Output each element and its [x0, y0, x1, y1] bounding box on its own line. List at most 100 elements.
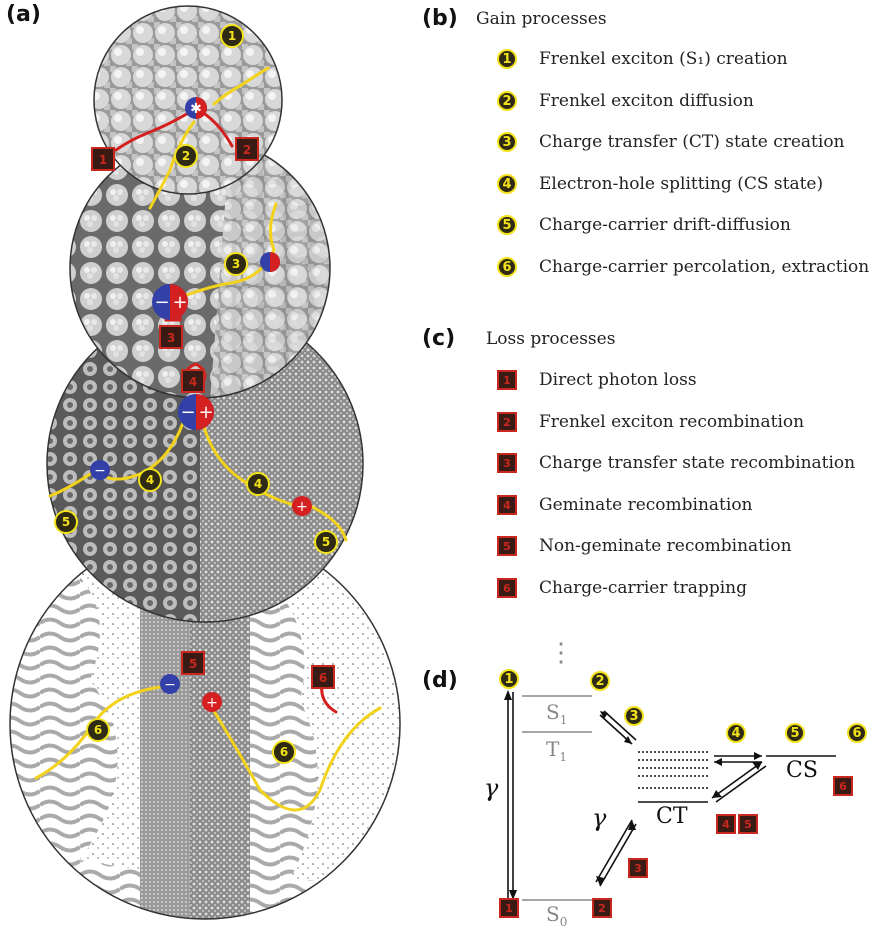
gain-marker: 1: [221, 25, 243, 47]
svg-text:−: −: [154, 292, 169, 313]
gain-marker-d: 4: [726, 723, 746, 743]
loss-item: 3 Charge transfer state recombination: [497, 450, 855, 476]
panel-b-label: (b): [422, 6, 458, 31]
loss-item: 2 Frenkel exciton recombination: [497, 409, 804, 435]
svg-text:✱: ✱: [190, 101, 202, 117]
loss-marker: 2: [236, 138, 258, 160]
gain-marker: 5: [55, 511, 77, 533]
gain-marker-d: 5: [785, 723, 805, 743]
gain-marker: 3: [225, 253, 247, 275]
gain-item: 1 Frenkel exciton (S₁) creation: [497, 46, 788, 72]
loss-marker-d: 2: [592, 898, 612, 918]
svg-text:+: +: [198, 402, 213, 423]
svg-text:4: 4: [189, 375, 197, 389]
loss-text: Charge transfer state recombination: [539, 453, 855, 473]
loss-marker: 5: [182, 652, 204, 674]
svg-text:6: 6: [319, 671, 327, 685]
gain-text: Electron-hole splitting (CS state): [539, 174, 823, 194]
svg-text:+: +: [206, 695, 218, 711]
svg-text:−: −: [180, 402, 195, 423]
gamma-label-right: γ: [592, 804, 606, 832]
svg-text:1: 1: [99, 153, 107, 167]
loss-text: Direct photon loss: [539, 370, 697, 390]
loss-marker: 6: [312, 666, 334, 688]
gain-badge: 5: [497, 215, 517, 235]
panel-c-label: (c): [422, 326, 455, 351]
gain-item: 4 Electron-hole splitting (CS state): [497, 171, 823, 197]
gain-marker: 6: [273, 741, 295, 763]
svg-text:2: 2: [182, 149, 190, 163]
device-scale-circle: [0, 520, 420, 925]
t1-label: T1: [546, 737, 567, 764]
ct-label: CT: [656, 804, 688, 829]
svg-text:4: 4: [254, 477, 262, 491]
loss-badge: 4: [497, 495, 517, 515]
gamma-label-left: γ: [484, 774, 498, 802]
gain-badge: 4: [497, 174, 517, 194]
svg-text:4: 4: [146, 473, 154, 487]
gain-badge: 6: [497, 257, 517, 277]
loss-marker: 4: [182, 370, 204, 392]
loss-item: 6 Charge-carrier trapping: [497, 575, 747, 601]
s1-label: S1: [546, 700, 567, 727]
panel-a-label: (a): [6, 2, 41, 27]
loss-badge: 3: [497, 453, 517, 473]
gain-text: Charge transfer (CT) state creation: [539, 132, 845, 152]
gain-marker-d: 6: [847, 723, 867, 743]
svg-text:+: +: [296, 499, 308, 515]
gain-marker: 4: [139, 469, 161, 491]
loss-marker-d: 5: [738, 814, 758, 834]
gain-badge: 1: [497, 49, 517, 69]
loss-marker-d: 4: [716, 814, 736, 834]
gain-text: Frenkel exciton diffusion: [539, 91, 754, 111]
loss-text: Geminate recombination: [539, 495, 753, 515]
svg-text:5: 5: [322, 535, 330, 549]
gain-marker: 2: [175, 145, 197, 167]
loss-item: 1 Direct photon loss: [497, 367, 697, 393]
gain-text: Frenkel exciton (S₁) creation: [539, 49, 788, 69]
s1-sub: 1: [560, 713, 568, 727]
gain-marker: 4: [247, 473, 269, 495]
gain-marker: 6: [87, 719, 109, 741]
loss-marker-d: 3: [628, 858, 648, 878]
t1-text: T: [546, 737, 559, 761]
gain-item: 6 Charge-carrier percolation, extraction: [497, 254, 869, 280]
gain-text: Charge-carrier percolation, extraction: [539, 257, 869, 277]
svg-text:6: 6: [94, 723, 102, 737]
gain-item: 2 Frenkel exciton diffusion: [497, 88, 754, 114]
gain-badge: 2: [497, 91, 517, 111]
svg-text:5: 5: [62, 515, 70, 529]
s1-text: S: [546, 700, 560, 724]
gain-badge: 3: [497, 132, 517, 152]
exciton-charges: ✱ − + − + − + − +: [90, 97, 312, 712]
t1-sub: 1: [559, 750, 567, 764]
svg-text:5: 5: [189, 657, 197, 671]
gain-item: 5 Charge-carrier drift-diffusion: [497, 212, 791, 238]
loss-marker-d: 6: [833, 776, 853, 796]
loss-text: Charge-carrier trapping: [539, 578, 747, 598]
cs-label: CS: [786, 758, 818, 783]
gain-heading: Gain processes: [476, 9, 607, 29]
loss-item: 4 Geminate recombination: [497, 492, 753, 518]
mesoscale-circle: [40, 300, 370, 630]
svg-text:−: −: [94, 463, 106, 479]
panel-d-label: (d): [422, 668, 458, 693]
loss-marker: 1: [92, 148, 114, 170]
svg-text:+: +: [172, 292, 187, 313]
loss-badge: 2: [497, 412, 517, 432]
gain-item: 3 Charge transfer (CT) state creation: [497, 129, 845, 155]
loss-text: Frenkel exciton recombination: [539, 412, 804, 432]
gain-marker-d: 3: [624, 706, 644, 726]
dots-label: ⋮: [548, 638, 574, 668]
svg-text:2: 2: [243, 143, 251, 157]
svg-text:6: 6: [280, 745, 288, 759]
gain-marker: 5: [315, 531, 337, 553]
loss-item: 5 Non-geminate recombination: [497, 533, 792, 559]
s0-text: S: [546, 902, 560, 926]
svg-text:3: 3: [232, 257, 240, 271]
loss-badge: 1: [497, 370, 517, 390]
loss-heading: Loss processes: [486, 329, 615, 349]
svg-text:1: 1: [228, 29, 236, 43]
loss-marker-d: 1: [499, 898, 519, 918]
gain-marker-d: 1: [499, 669, 519, 689]
